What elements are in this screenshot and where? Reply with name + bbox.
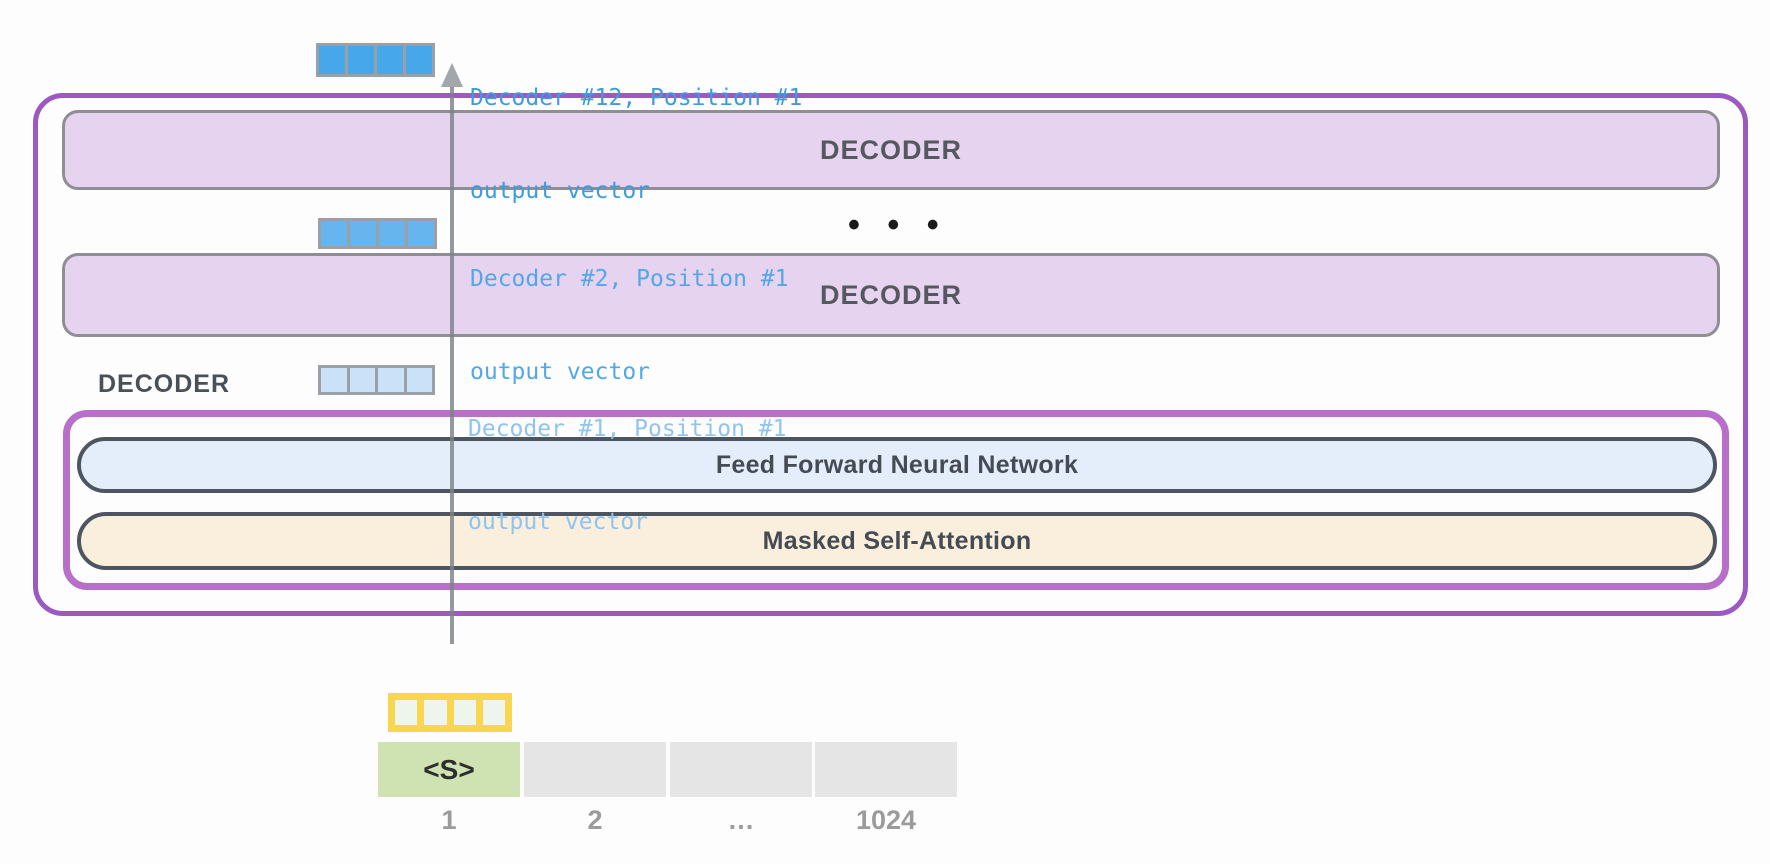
annotation-line: Decoder #1, Position #1: [468, 416, 787, 442]
annotation-line: output vector: [470, 178, 651, 204]
annotation-line: Decoder #2, Position #1: [470, 266, 789, 292]
feed-forward-label: Feed Forward Neural Network: [715, 450, 1079, 479]
decoder-sublayer-box: [63, 410, 1729, 590]
position-label-1024: 1024: [855, 805, 917, 835]
token-slot-start: <s>: [378, 742, 520, 797]
vector-cell: [379, 221, 405, 246]
annotation-line: Decoder #12, Position #1: [470, 85, 803, 111]
vector-cell: [348, 46, 374, 74]
output-vector-decoder1: [318, 365, 435, 395]
embedding-cell: [424, 700, 447, 725]
position-label-2: 2: [587, 805, 603, 835]
annotation-line: output vector: [470, 359, 651, 385]
vector-cell: [406, 46, 432, 74]
vector-cell: [406, 368, 432, 392]
token-slot-empty: [670, 742, 812, 797]
vector-cell: [408, 221, 434, 246]
token-slot-empty: [524, 742, 666, 797]
vector-cell: [321, 221, 347, 246]
decoder-bar-top-label: DECODER: [819, 134, 962, 165]
vector-cell: [350, 221, 376, 246]
vector-cell: [321, 368, 347, 392]
decoder-bar-top: DECODER: [62, 110, 1720, 190]
annotation-decoder1-output: Decoder #1, Position #1 output vector: [468, 352, 787, 600]
masked-self-attention-label: Masked Self-Attention: [762, 526, 1032, 555]
embedding-cell: [453, 700, 476, 725]
vector-cell: [378, 368, 404, 392]
embedding-cell: [482, 700, 505, 725]
start-token-label: <s>: [423, 753, 475, 785]
output-vector-decoder2: [318, 218, 437, 249]
flow-arrow-up-icon: [441, 63, 463, 87]
position-label-ellipsis: …: [727, 805, 755, 835]
token-slot-empty: [815, 742, 957, 797]
annotation-decoder12-output: Decoder #12, Position #1 output vector: [470, 21, 802, 269]
masked-self-attention-block: Masked Self-Attention: [77, 512, 1717, 570]
decoder-bar-middle: DECODER: [62, 253, 1720, 337]
decoder-stack-box: [33, 93, 1748, 616]
vector-cell: [319, 46, 345, 74]
annotation-decoder2-output: Decoder #2, Position #1 output vector: [470, 202, 789, 450]
annotation-line: output vector: [468, 509, 649, 535]
position-label-1: 1: [441, 805, 457, 835]
feed-forward-block: Feed Forward Neural Network: [77, 437, 1717, 493]
stack-ellipsis-dots: • • •: [848, 206, 948, 244]
vector-cell: [377, 46, 403, 74]
flow-arrow-line: [450, 80, 454, 644]
decoder-side-label: DECODER: [98, 370, 231, 398]
output-vector-decoder12: [316, 43, 435, 77]
embedding-cell: [395, 700, 418, 725]
decoder-bar-middle-label: DECODER: [819, 279, 962, 310]
input-embedding-vector: [388, 693, 512, 732]
vector-cell: [349, 368, 375, 392]
